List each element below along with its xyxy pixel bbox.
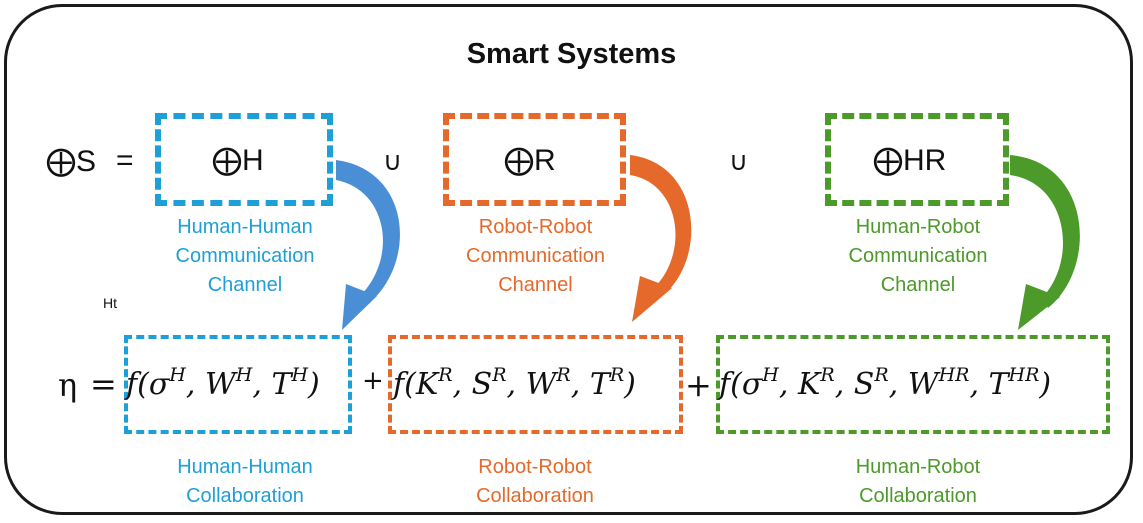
top-equals: = (116, 144, 134, 177)
variable: T (271, 367, 292, 402)
function-close: ) (624, 367, 636, 402)
union-symbol-1: ∪ (383, 146, 403, 176)
superscript: H (291, 364, 309, 386)
hh-collab-box (124, 335, 352, 434)
plus-1: + (362, 366, 384, 396)
superscript: HR (938, 364, 970, 386)
diagram-title: Smart Systems (466, 38, 677, 70)
comma: , (252, 367, 272, 402)
hr-collab-box (716, 335, 1110, 434)
outer-frame (4, 4, 1133, 515)
rr-collab-box (388, 335, 683, 434)
human-set-label: ⨁H (212, 144, 264, 177)
stray-label: Ht (103, 295, 117, 311)
superscript: HR (1008, 364, 1040, 386)
comma: , (834, 367, 854, 402)
variable: T (988, 367, 1009, 402)
hh-term: f(σH, WH, TH) (126, 364, 320, 403)
variable: σ (148, 367, 170, 402)
comma: , (888, 367, 908, 402)
union-symbol-2: ∪ (729, 146, 749, 176)
variable: K (797, 367, 821, 402)
superscript: R (820, 364, 835, 386)
equation-equals: = (90, 365, 117, 403)
green-arrow (1010, 155, 1080, 330)
superscript: H (235, 364, 253, 386)
comma: , (452, 367, 472, 402)
variable: S (471, 367, 493, 402)
human-robot-set-box (825, 113, 1009, 206)
variable: W (204, 367, 236, 402)
comma: , (969, 367, 989, 402)
orange-arrow (630, 155, 692, 322)
plus-2: + (685, 366, 712, 404)
function-open: f( (719, 367, 742, 402)
comma: , (506, 367, 526, 402)
robot-set-label: ⨁R (504, 144, 556, 177)
superscript: R (438, 364, 453, 386)
hr-term: f(σH, KR, SR, WHR, THR) (719, 364, 1052, 403)
variable: W (525, 367, 557, 402)
function-open: f( (393, 367, 416, 402)
comma: , (570, 367, 590, 402)
variable: T (589, 367, 610, 402)
variable: σ (741, 367, 763, 402)
superscript: R (492, 364, 507, 386)
superscript: R (609, 364, 625, 386)
smart-system-symbol: ⨁S (46, 145, 97, 178)
variable: W (907, 367, 939, 402)
human-robot-set-label: ⨁HR (873, 144, 947, 177)
comma: , (778, 367, 798, 402)
function-close: ) (1039, 367, 1052, 402)
function-close: ) (308, 367, 320, 402)
eta-symbol: η (58, 366, 78, 404)
comma: , (185, 367, 205, 402)
blue-arrow (336, 160, 400, 330)
rr-term: f(KR, SR, WR, TR) (393, 364, 636, 403)
robot-set-box (443, 113, 626, 206)
human-set-box (155, 113, 333, 206)
superscript: H (169, 364, 186, 386)
variable: S (853, 367, 875, 402)
superscript: R (556, 364, 571, 386)
variable: K (415, 367, 439, 402)
function-open: f( (126, 367, 149, 402)
superscript: R (874, 364, 889, 386)
superscript: H (762, 364, 779, 386)
